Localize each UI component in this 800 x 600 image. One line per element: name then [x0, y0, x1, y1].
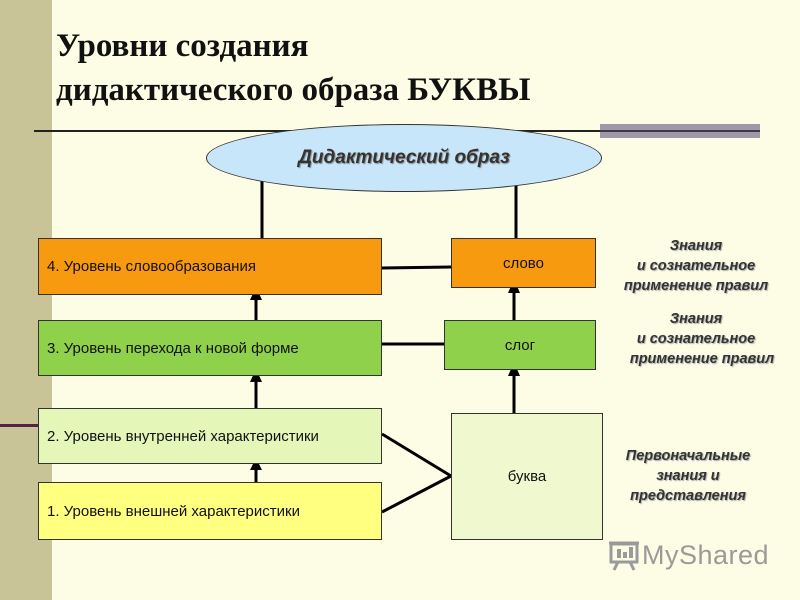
word-label: слово	[503, 254, 544, 272]
presentation-board-icon	[609, 541, 639, 571]
watermark: MyShared	[608, 538, 769, 572]
word-box: слово	[451, 238, 596, 288]
goal-ellipse: Дидактический образ	[206, 124, 602, 192]
note-syllable-line3: применение правил	[629, 351, 775, 367]
arrowhead-level1-to-level2	[250, 458, 262, 470]
link-level4-word	[381, 265, 452, 270]
syllable-label: слог	[504, 336, 536, 354]
note-syllable-line1: Знания	[669, 311, 723, 327]
level-3-box: 3. Уровень перехода к новой форме	[38, 320, 382, 376]
note-word-line1: Знания	[669, 238, 723, 254]
level-3-label: 3. Уровень перехода к новой форме	[47, 339, 299, 357]
level-2-label: 2. Уровень внутренней характеристики	[47, 427, 319, 445]
slide-title-line1: Уровни создания	[56, 28, 309, 64]
note-letter-line3: представления	[630, 488, 746, 504]
title-accent-line	[600, 130, 760, 132]
level-4-box: 4. Уровень словообразования	[38, 238, 382, 295]
link-level2-letter	[381, 432, 452, 478]
link-level1-letter	[381, 474, 452, 514]
syllable-box: слог	[444, 320, 596, 370]
letter-label: буква	[507, 468, 547, 485]
side-accent-line	[0, 424, 52, 427]
goal-label: Дидактический образ	[298, 147, 510, 168]
note-word-line2: и сознательное	[636, 258, 756, 274]
slide-title: Уровни создания дидактического образа БУ…	[56, 24, 756, 112]
letter-box: буква	[451, 413, 603, 540]
level-4-label: 4. Уровень словообразования	[47, 258, 256, 275]
note-letter-line2: знания и	[656, 468, 720, 484]
note-letter: Первоначальные знания и представления	[600, 446, 776, 506]
watermark-text: MyShared	[642, 539, 770, 570]
note-word: Знания и сознательное применение правил	[606, 236, 786, 296]
note-word-line3: применение правил	[623, 278, 769, 294]
slide-title-line2: дидактического образа БУКВЫ	[56, 72, 531, 108]
note-syllable-line2: и сознательное	[636, 331, 756, 347]
note-letter-line1: Первоначальные	[625, 448, 751, 464]
level-1-box: 1. Уровень внешней характеристики	[38, 482, 382, 540]
level-1-label: 1. Уровень внешней характеристики	[47, 502, 300, 520]
level-2-box: 2. Уровень внутренней характеристики	[38, 408, 382, 464]
note-syllable: Знания и сознательное применение правил	[606, 309, 786, 369]
